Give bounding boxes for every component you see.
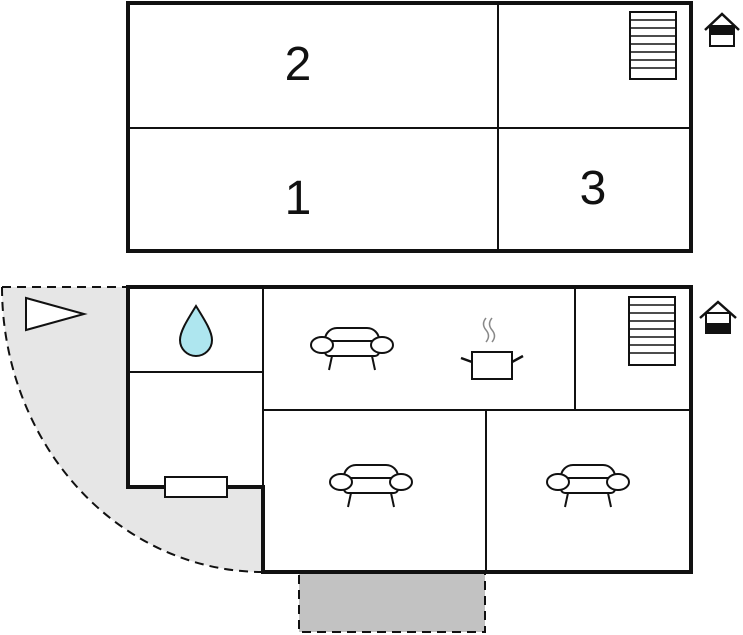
house-upper-floor-icon [704,12,740,47]
sofa-icon [310,327,394,371]
room-number-1: 1 [285,172,312,225]
sofa-icon [546,464,630,508]
terrace-edge [1,286,264,573]
stairs-icon [629,11,677,80]
cooking-pot-icon [460,317,524,380]
direction-triangle-icon [25,296,88,332]
upper-floor: 2 1 3 [126,1,740,253]
entrance-area [298,571,486,633]
room-number-3: 3 [580,162,607,215]
radiator-icon [164,476,228,498]
sofa-icon [329,464,413,508]
house-ground-floor-icon [699,300,737,334]
ground-floor [1,285,737,633]
stairs-icon [628,296,676,366]
room-number-2: 2 [285,38,312,91]
terrace [2,287,263,572]
water-drop-icon [178,304,214,357]
